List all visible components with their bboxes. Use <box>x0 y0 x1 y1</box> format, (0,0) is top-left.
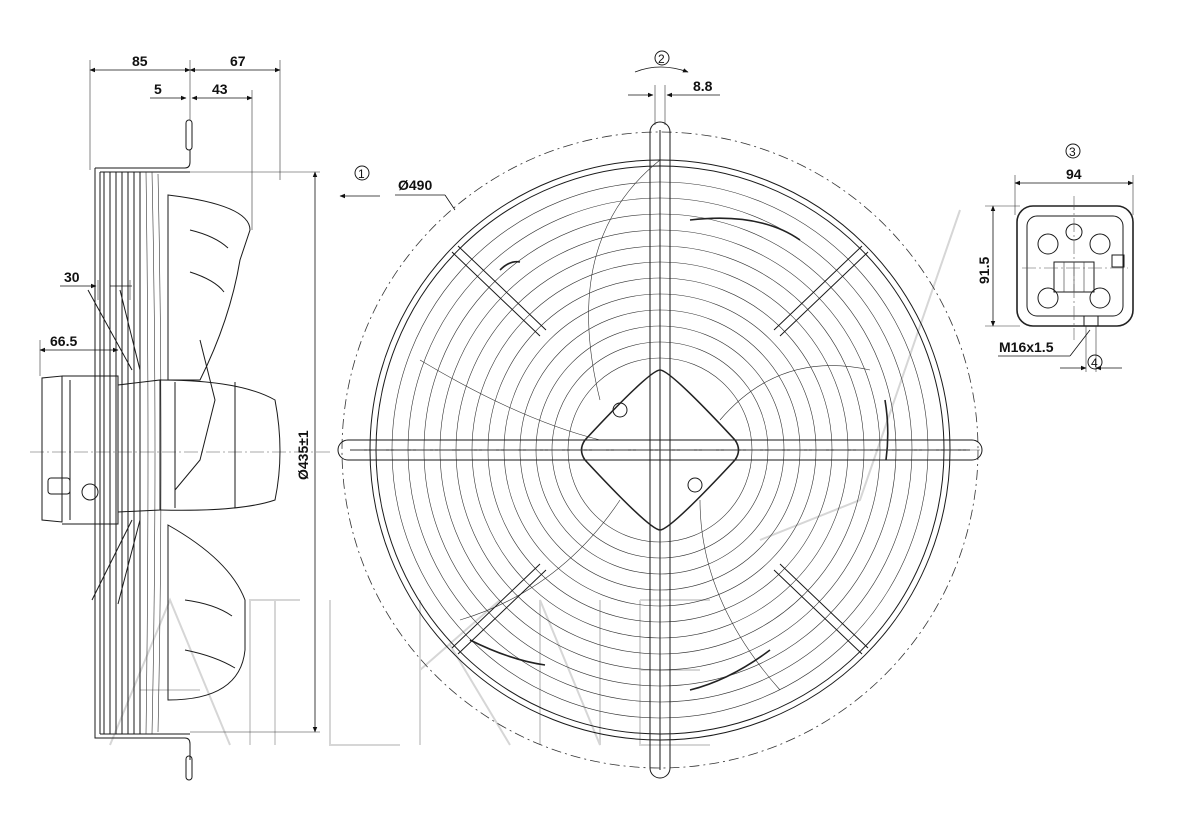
callout-2-circle <box>654 50 670 66</box>
side-view: Ø435±1 85 67 5 43 30 66.5 <box>30 53 330 781</box>
watermark <box>109 209 961 746</box>
dim-30: 30 <box>64 269 80 285</box>
dim-66-5: 66.5 <box>50 333 77 349</box>
rotation-direction-arrow <box>634 66 689 73</box>
front-view: Ø490 1 2 8.8 <box>337 50 983 779</box>
dim-67: 67 <box>230 53 246 69</box>
dim-5: 5 <box>154 81 162 97</box>
dim-43: 43 <box>212 81 228 97</box>
callout-3: 3 <box>1069 145 1076 159</box>
callout-4: 4 <box>1091 356 1098 370</box>
terminal-box-outline <box>1016 205 1134 327</box>
callout-1-circle <box>354 165 370 181</box>
dim-diameter-435: Ø435±1 <box>295 430 311 480</box>
dim-85: 85 <box>132 53 148 69</box>
dim-diameter-490: Ø490 <box>398 177 432 193</box>
callout-4-circle <box>1087 354 1103 370</box>
callout-1: 1 <box>358 167 365 181</box>
thread-size: M16x1.5 <box>999 339 1054 355</box>
terminal-box: 3 94 91.5 4 M16x1.5 <box>976 143 1134 372</box>
dim-91-5: 91.5 <box>976 257 992 284</box>
callout-2: 2 <box>658 52 665 66</box>
dim-94: 94 <box>1066 166 1082 182</box>
motor-hub <box>580 369 740 531</box>
dim-8-8: 8.8 <box>693 78 713 94</box>
callout-3-circle <box>1065 143 1081 159</box>
